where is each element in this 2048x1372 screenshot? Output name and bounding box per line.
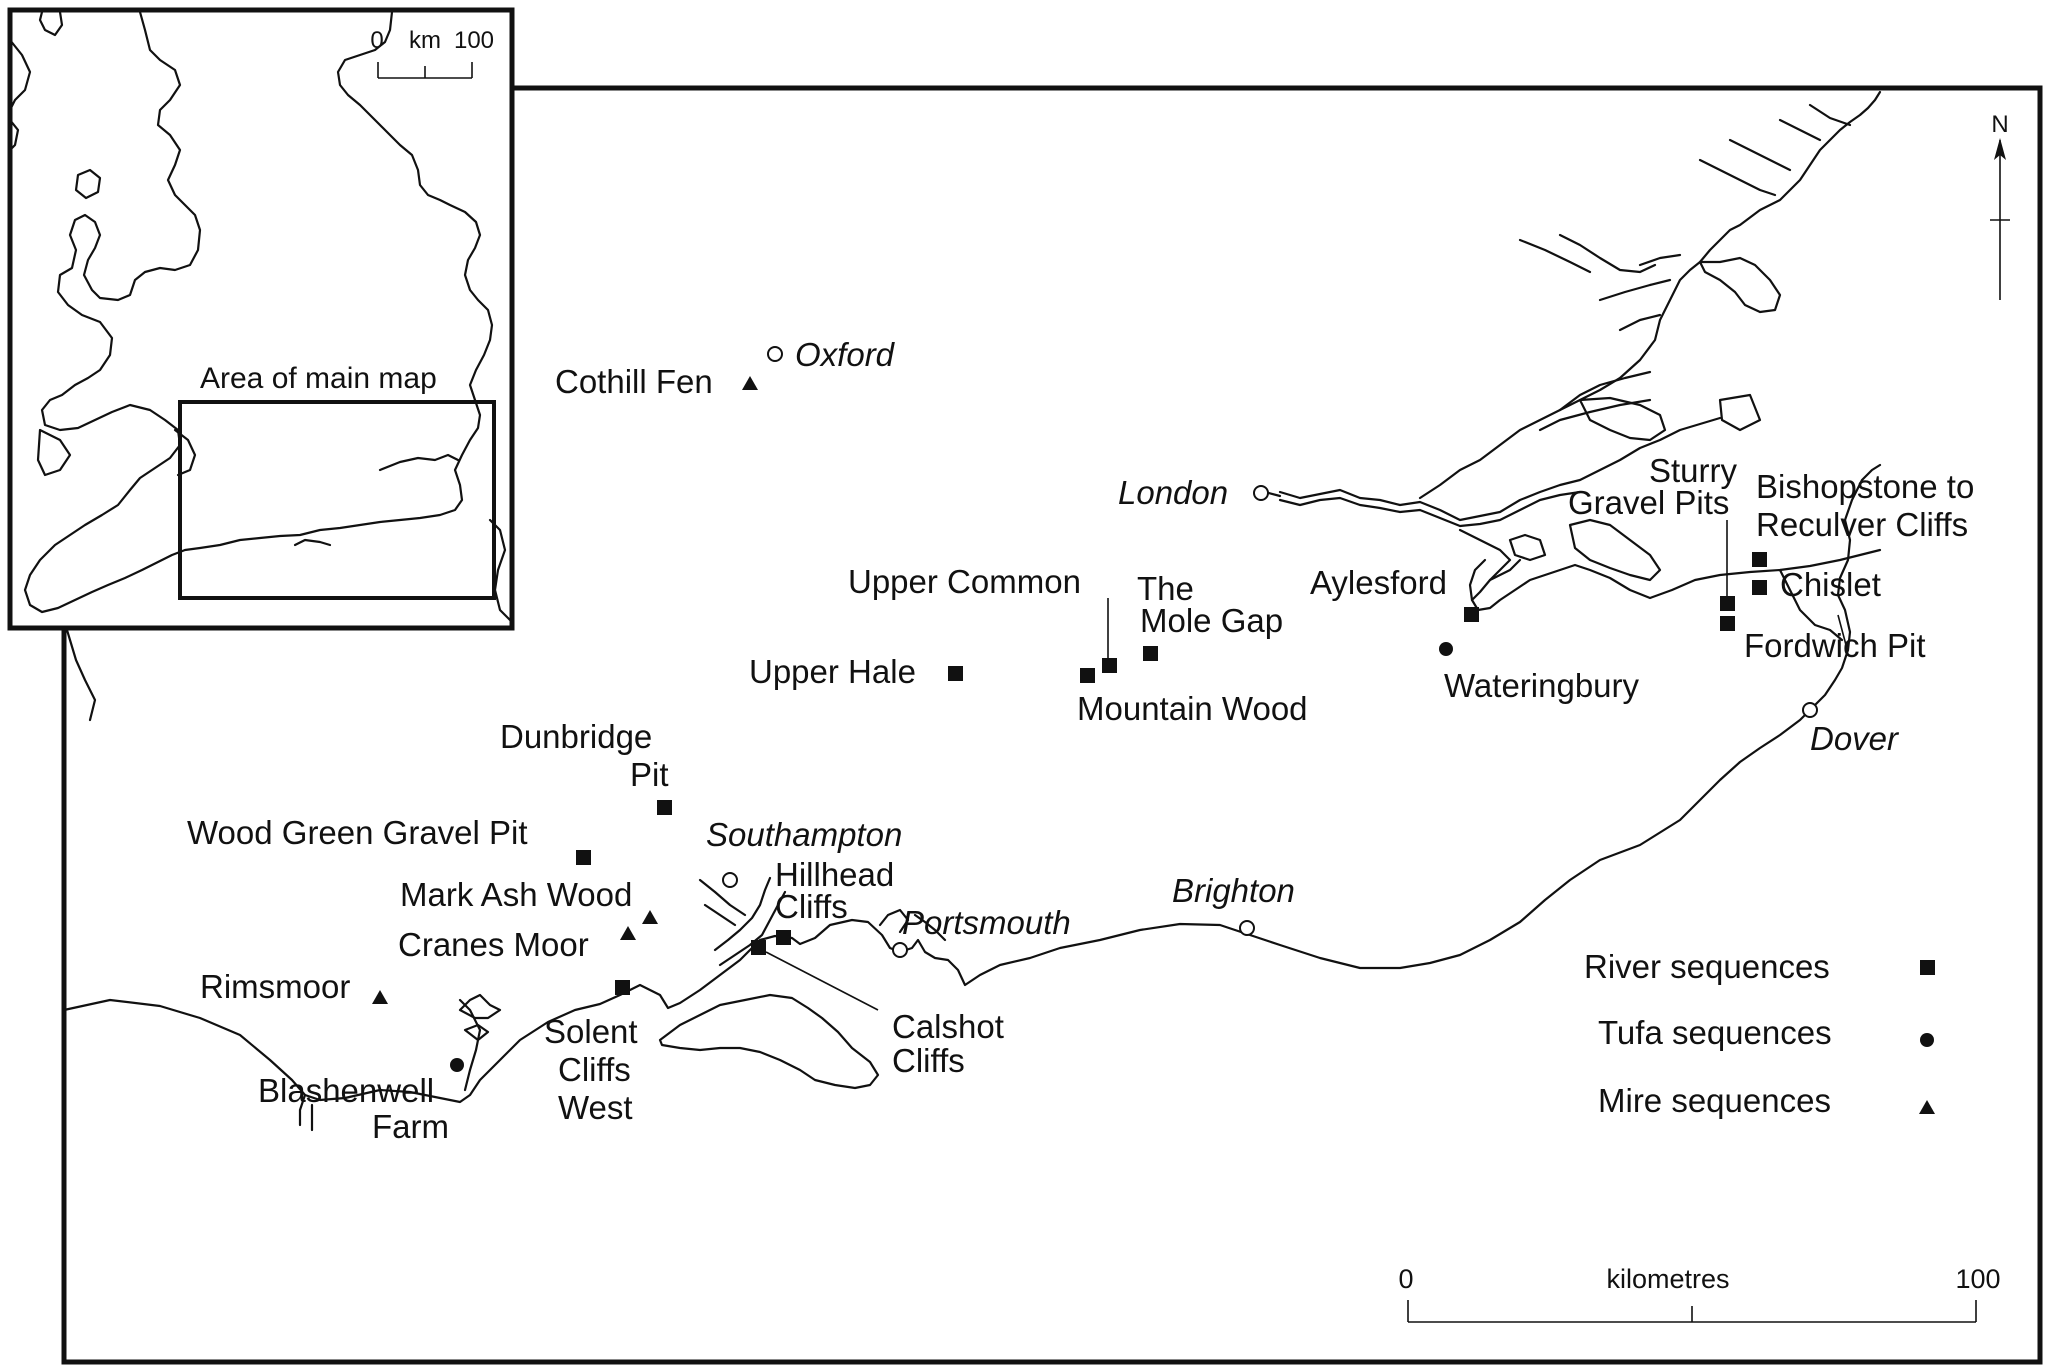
site-marker-aylesford xyxy=(1464,607,1479,622)
scale-end: 100 xyxy=(1955,1264,2000,1294)
main-coastline xyxy=(62,90,1882,1132)
site-mountain-wood: Mountain Wood xyxy=(1077,690,1308,727)
site-wateringbury: Wateringbury xyxy=(1444,667,1640,704)
site-blashenwell-2: Farm xyxy=(372,1108,449,1145)
site-wood-green: Wood Green Gravel Pit xyxy=(187,814,528,851)
site-hillhead-1: Hillhead xyxy=(775,856,894,893)
site-marker-mole-gap xyxy=(1143,646,1158,661)
north-arrow: N xyxy=(1990,111,2010,300)
site-rimsmoor: Rimsmoor xyxy=(200,968,350,1005)
site-marker-dunbridge xyxy=(657,800,672,815)
site-marker-cranes-moor xyxy=(620,926,636,940)
site-calshot-2: Cliffs xyxy=(892,1042,965,1079)
inset-scale-end: 100 xyxy=(454,27,494,54)
legend-mire-label: Mire sequences xyxy=(1598,1082,1831,1119)
legend-tufa-label: Tufa sequences xyxy=(1598,1014,1832,1051)
site-mark-ash: Mark Ash Wood xyxy=(400,876,632,913)
inset-frame xyxy=(7,7,515,631)
inset-scale-unit: km xyxy=(409,27,441,54)
site-marker-calshot xyxy=(751,940,766,955)
site-marker-chislet xyxy=(1752,580,1767,595)
inset-area-box xyxy=(178,400,496,600)
scale-unit: kilometres xyxy=(1606,1264,1729,1294)
town-marker-portsmouth xyxy=(892,942,908,958)
town-oxford: Oxford xyxy=(795,336,896,373)
leader-lines xyxy=(765,520,1847,1011)
legend-mire-symbol xyxy=(1919,1100,1935,1114)
site-bishopstone-1: Bishopstone to xyxy=(1756,468,1974,505)
site-marker-wateringbury xyxy=(1439,642,1453,656)
inset-scale-start: 0 xyxy=(370,27,383,54)
site-dunbridge-2: Pit xyxy=(630,756,669,793)
town-portsmouth: Portsmouth xyxy=(902,904,1071,941)
site-marker-sturry-1 xyxy=(1720,596,1735,611)
site-chislet: Chislet xyxy=(1780,566,1881,603)
scale-bar: 0 kilometres 100 xyxy=(1398,1264,2001,1323)
town-london: London xyxy=(1118,474,1228,511)
site-calshot-1: Calshot xyxy=(892,1008,1004,1045)
town-marker-london xyxy=(1253,485,1269,501)
north-label: N xyxy=(1991,111,2008,138)
inset-area-label: Area of main map xyxy=(200,362,437,395)
town-dover: Dover xyxy=(1810,720,1900,757)
site-marker-rimsmoor xyxy=(372,990,388,1004)
site-marker-mountain-wood xyxy=(1080,668,1095,683)
legend: River sequences Tufa sequences Mire sequ… xyxy=(1584,948,1935,1119)
town-brighton: Brighton xyxy=(1172,872,1295,909)
site-marker-hillhead xyxy=(776,930,791,945)
site-marker-blashenwell xyxy=(450,1058,464,1072)
site-cothill-fen: Cothill Fen xyxy=(555,363,713,400)
site-upper-hale: Upper Hale xyxy=(749,653,916,690)
legend-river-symbol xyxy=(1920,960,1935,975)
site-blashenwell-1: Blashenwell xyxy=(258,1072,434,1109)
site-solent-2: Cliffs xyxy=(558,1051,631,1088)
site-the-mole-gap-1: The xyxy=(1137,570,1194,607)
site-bishopstone-2: Reculver Cliffs xyxy=(1756,506,1968,543)
site-sturry-2: Gravel Pits xyxy=(1568,484,1729,521)
site-the-mole-gap-2: Mole Gap xyxy=(1140,602,1283,639)
site-upper-common: Upper Common xyxy=(848,563,1081,600)
site-marker-upper-common xyxy=(1102,658,1117,673)
site-fordwich: Fordwich Pit xyxy=(1744,627,1926,664)
site-cranes-moor: Cranes Moor xyxy=(398,926,589,963)
main-map-frame xyxy=(61,85,2043,1365)
legend-tufa-symbol xyxy=(1920,1033,1934,1047)
site-marker-mark-ash xyxy=(642,910,658,924)
site-marker-upper-hale xyxy=(948,666,963,681)
scale-start: 0 xyxy=(1398,1264,1413,1294)
site-solent-1: Solent xyxy=(544,1013,638,1050)
site-sturry-1: Sturry xyxy=(1649,452,1738,489)
site-marker-wood-green xyxy=(576,850,591,865)
site-dunbridge-1: Dunbridge xyxy=(500,718,652,755)
site-marker-cothill-fen xyxy=(742,376,758,390)
tufa-sites xyxy=(450,642,1453,1072)
town-markers xyxy=(722,346,1818,958)
town-southampton: Southampton xyxy=(706,816,902,853)
town-marker-brighton xyxy=(1239,920,1255,936)
river-sites xyxy=(576,552,1767,995)
site-marker-sturry-2 xyxy=(1720,616,1735,631)
mire-sites xyxy=(372,376,758,1004)
inset-scale-bar: 0 km 100 xyxy=(370,27,494,79)
site-marker-solent xyxy=(615,980,630,995)
legend-river-label: River sequences xyxy=(1584,948,1830,985)
site-solent-3: West xyxy=(558,1089,633,1126)
town-marker-southampton xyxy=(722,872,738,888)
site-marker-bishopstone xyxy=(1752,552,1767,567)
inset-coastline xyxy=(8,10,512,622)
site-aylesford: Aylesford xyxy=(1310,564,1447,601)
town-marker-oxford xyxy=(767,346,783,362)
site-hillhead-2: Cliffs xyxy=(775,888,848,925)
town-marker-dover xyxy=(1802,702,1818,718)
